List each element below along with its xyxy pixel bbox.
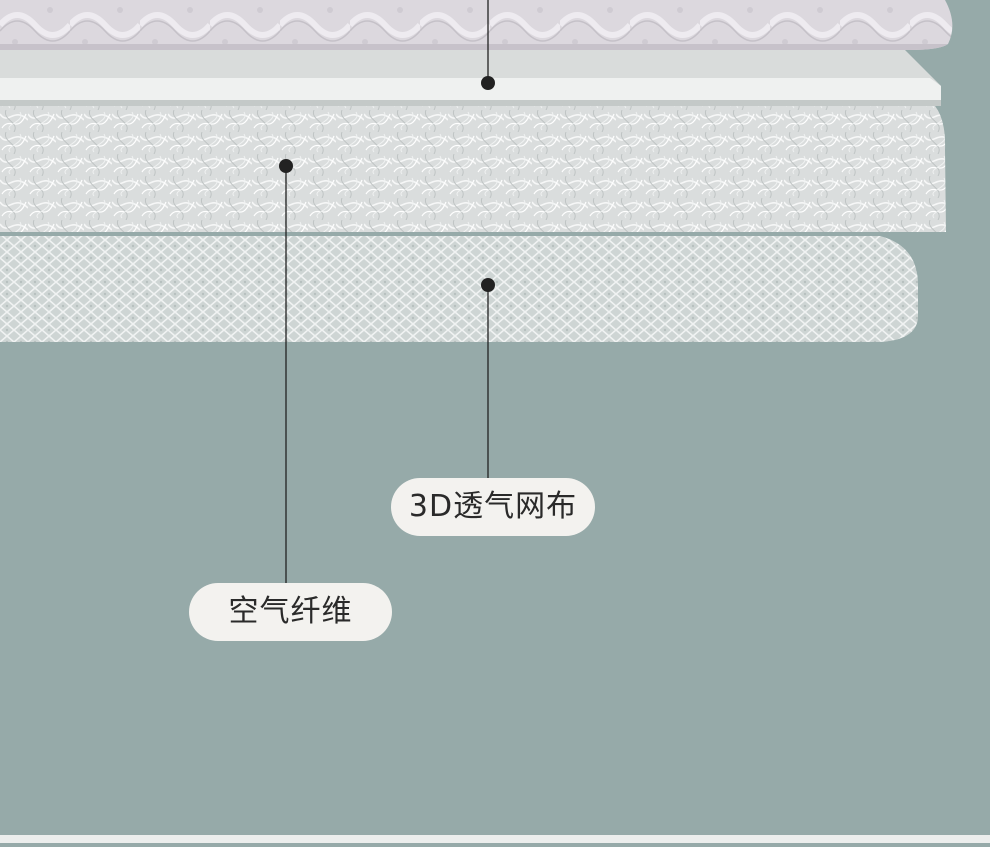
- 3d-mesh-layer: [0, 236, 918, 342]
- callout-dot-air-fiber: [279, 159, 293, 173]
- bottom-divider: [0, 835, 990, 843]
- label-3d-mesh: 3D透气网布: [391, 478, 595, 536]
- quilted-cover-layer: [0, 0, 953, 50]
- callout-dot-top: [481, 76, 495, 90]
- callout-dot-mesh: [481, 278, 495, 292]
- label-air-fiber: 空气纤维: [189, 583, 392, 641]
- air-fiber-layer: [0, 106, 946, 232]
